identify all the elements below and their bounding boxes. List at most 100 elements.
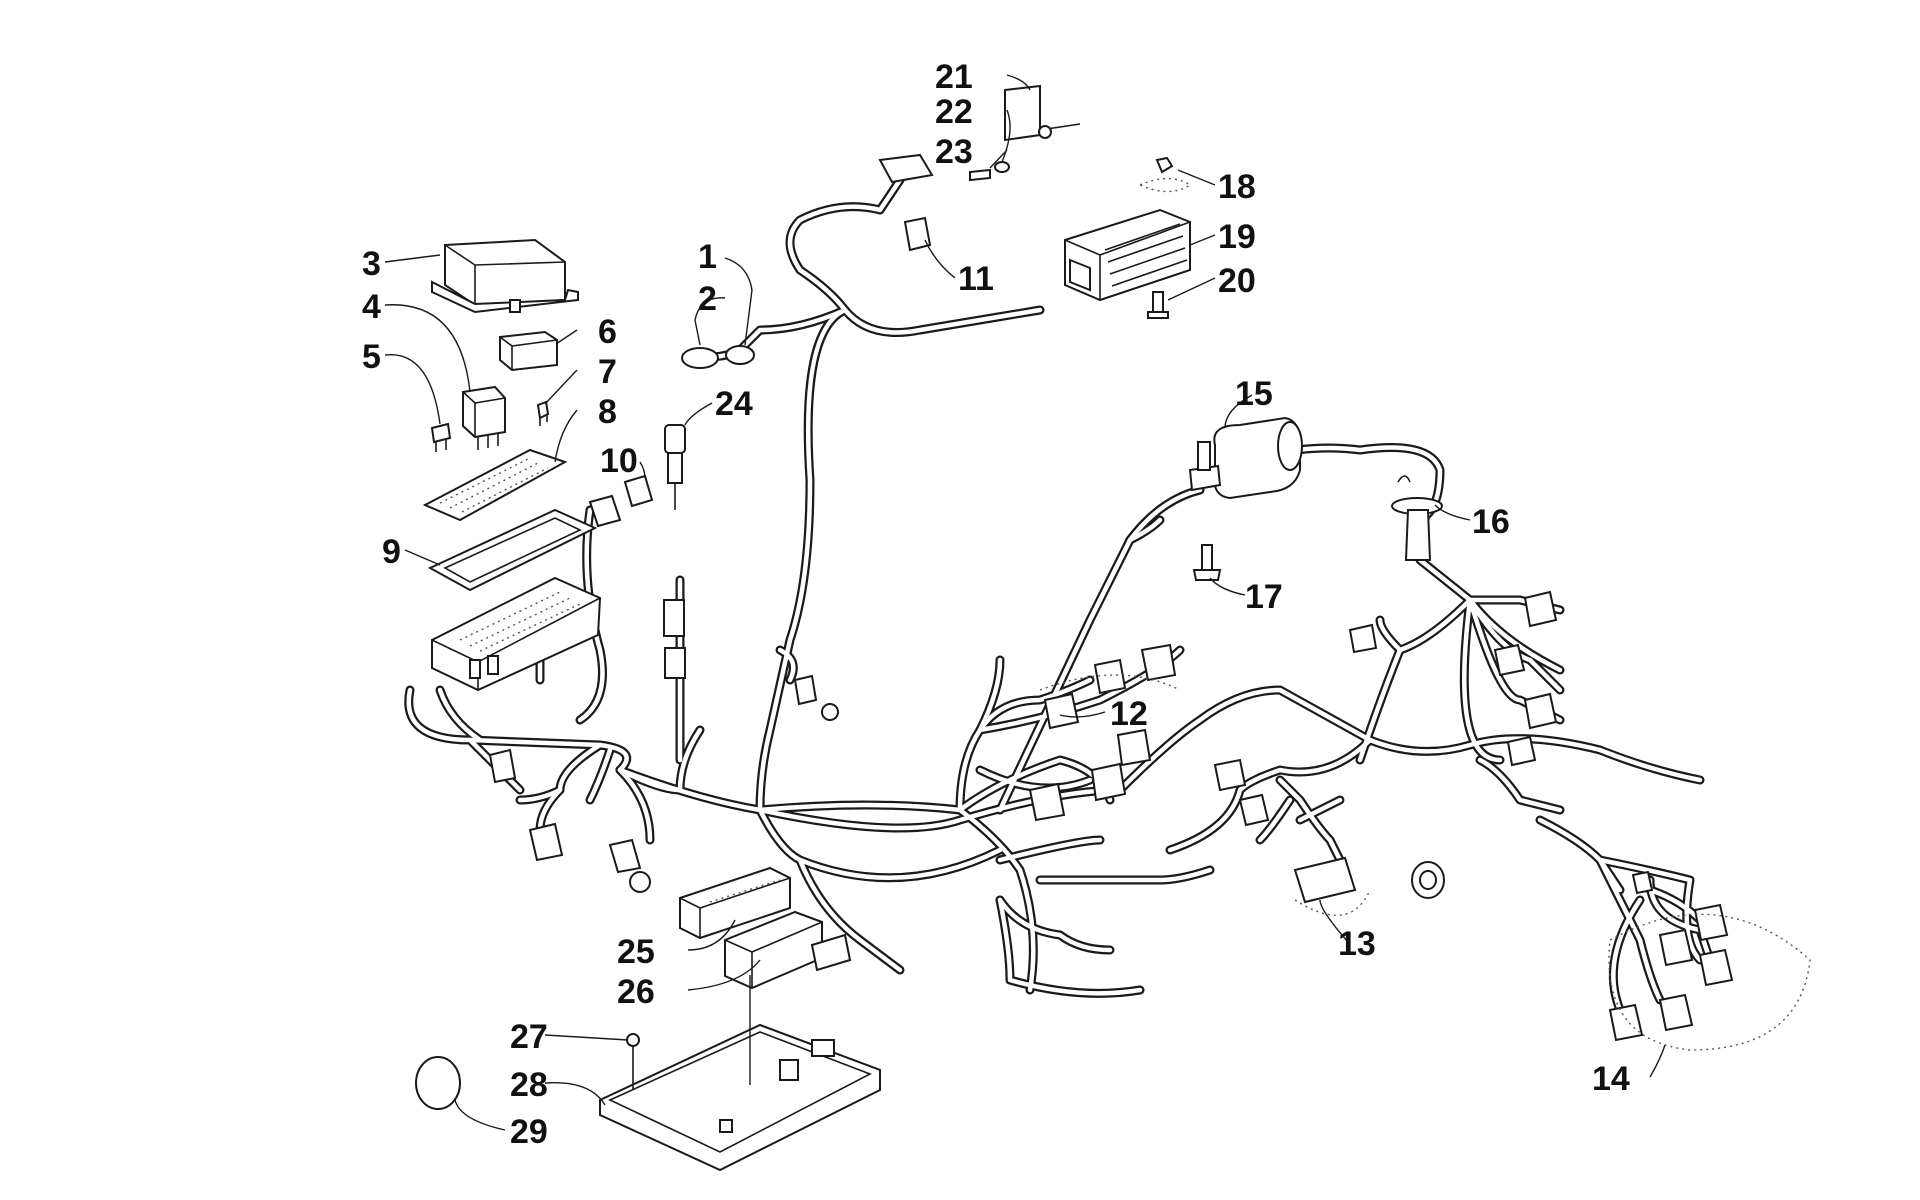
- callout-1: 1: [698, 238, 717, 276]
- wire-segment-core: [1167, 737, 1373, 853]
- part-23-screw: [969, 168, 991, 182]
- part-25-relay-module: [679, 866, 791, 940]
- callout-5: 5: [362, 338, 381, 376]
- wire-segment-core: [1377, 617, 1403, 653]
- wire-segment-core: [1611, 897, 1643, 1013]
- harness-left-connectors: [488, 674, 839, 893]
- callout-16: 16: [1472, 503, 1510, 541]
- harness-top-connector: [878, 153, 934, 184]
- wire-segment-core: [617, 767, 1036, 993]
- callout-15: 15: [1235, 375, 1273, 413]
- part-27-fastener: [626, 1033, 640, 1090]
- part-29-hose-clamp: [415, 1056, 461, 1110]
- wire-segment-core: [437, 687, 483, 743]
- callout-3: 3: [362, 245, 381, 283]
- part-21-switch-bracket: [1004, 84, 1081, 142]
- callout-24: 24: [715, 385, 753, 423]
- callout-numbers: 1 2 3 4 5 6 7 8 9 10 11 12 13 14 15 16 1…: [362, 58, 1630, 1151]
- leader-lines: [384, 74, 1666, 1131]
- part-7-fuse: [536, 400, 550, 426]
- wire-segment-core: [1357, 647, 1403, 763]
- callout-12: 12: [1110, 695, 1148, 733]
- part-26-ecu: [724, 910, 852, 990]
- callout-14: 14: [1592, 1060, 1630, 1098]
- part-17-bolt: [1192, 544, 1222, 581]
- part-16-spark-plug-cap: [1391, 475, 1443, 561]
- callout-26: 26: [617, 973, 655, 1011]
- part-13-connector-assembly: [1213, 758, 1445, 916]
- wire-segment-core: [1257, 797, 1293, 843]
- part-4-relay: [462, 385, 506, 450]
- wire-segment-core: [587, 747, 613, 803]
- callout-4: 4: [362, 288, 381, 326]
- callout-20: 20: [1218, 262, 1256, 300]
- callout-9: 9: [382, 533, 401, 571]
- wire-segment-core: [1037, 867, 1213, 883]
- wire-segment: [755, 305, 850, 815]
- wire-segment-core: [777, 647, 796, 683]
- wire-segment-core: [1467, 597, 1563, 693]
- wire-segment-core: [757, 307, 848, 813]
- wire-segment-core: [977, 677, 1093, 733]
- part-11-connector: [903, 216, 932, 252]
- wire-segment-core: [617, 767, 653, 843]
- callout-6: 6: [598, 313, 617, 351]
- wire-segment-core: [787, 177, 903, 313]
- callout-18: 18: [1218, 168, 1256, 206]
- part-3-fuse-box-cover: [431, 238, 579, 314]
- callout-11: 11: [958, 260, 994, 298]
- wire-segment-core: [1397, 597, 1473, 653]
- callout-10: 10: [600, 442, 638, 480]
- wire-segment-core: [997, 897, 1143, 996]
- part-24-sensor: [663, 424, 686, 679]
- callout-13: 13: [1338, 925, 1376, 963]
- part-20-bolt: [1147, 291, 1169, 319]
- wire-segment-core: [577, 507, 605, 723]
- part-18-nut: [1139, 156, 1192, 193]
- wire-segment-core: [1467, 597, 1563, 723]
- wire-segment-core: [1127, 487, 1203, 543]
- part-6-small-relay: [499, 330, 558, 372]
- part-12-injector-connectors: [1028, 643, 1181, 822]
- callout-28: 28: [510, 1066, 548, 1104]
- wire-segment: [995, 895, 1115, 955]
- callout-27: 27: [510, 1018, 548, 1056]
- wire-segment-core: [842, 307, 1043, 335]
- wire-segment-core: [1462, 597, 1503, 763]
- wire-segment-core: [1297, 797, 1343, 823]
- part-15-ignition-coil: [1188, 416, 1303, 500]
- part-14-harness-connectors: [1608, 903, 1811, 1051]
- wire-segment-core: [737, 307, 848, 353]
- wire-segment-core: [997, 897, 1113, 953]
- wire-segment-core: [997, 837, 1103, 863]
- callout-23: 23: [935, 133, 973, 171]
- callout-8: 8: [598, 393, 617, 431]
- harness-wire-core: [406, 177, 1723, 1013]
- part-8-circuit-board: [422, 448, 568, 522]
- fuse-box-base: [431, 576, 602, 692]
- callout-21: 21: [935, 58, 973, 96]
- callout-19: 19: [1218, 218, 1256, 256]
- wire-segment-core: [1467, 597, 1563, 613]
- part-9-gasket: [427, 508, 598, 592]
- callout-25: 25: [617, 933, 655, 971]
- callout-7: 7: [598, 353, 617, 391]
- wire-segment-core: [1277, 777, 1343, 863]
- wire-segment-core: [757, 807, 1003, 880]
- wire-segment: [435, 685, 485, 745]
- wire-segment: [995, 895, 1145, 998]
- harness-wire-outline: [404, 175, 1725, 1015]
- part-5-mini-fuse: [430, 422, 452, 452]
- wire-segment: [785, 175, 905, 315]
- wire-segment-core: [1477, 757, 1563, 813]
- part-19-voltage-regulator: [1064, 208, 1191, 302]
- wire-segment-core: [1597, 857, 1703, 963]
- part-28-ecu-tray: [599, 1023, 881, 1172]
- main-wiring-harness: [404, 175, 1725, 1015]
- callout-2: 2: [698, 280, 717, 318]
- part-22-washer: [994, 161, 1010, 173]
- wire-segment-core: [617, 727, 703, 793]
- harness-right-connectors: [1348, 590, 1654, 895]
- callout-17: 17: [1245, 578, 1283, 616]
